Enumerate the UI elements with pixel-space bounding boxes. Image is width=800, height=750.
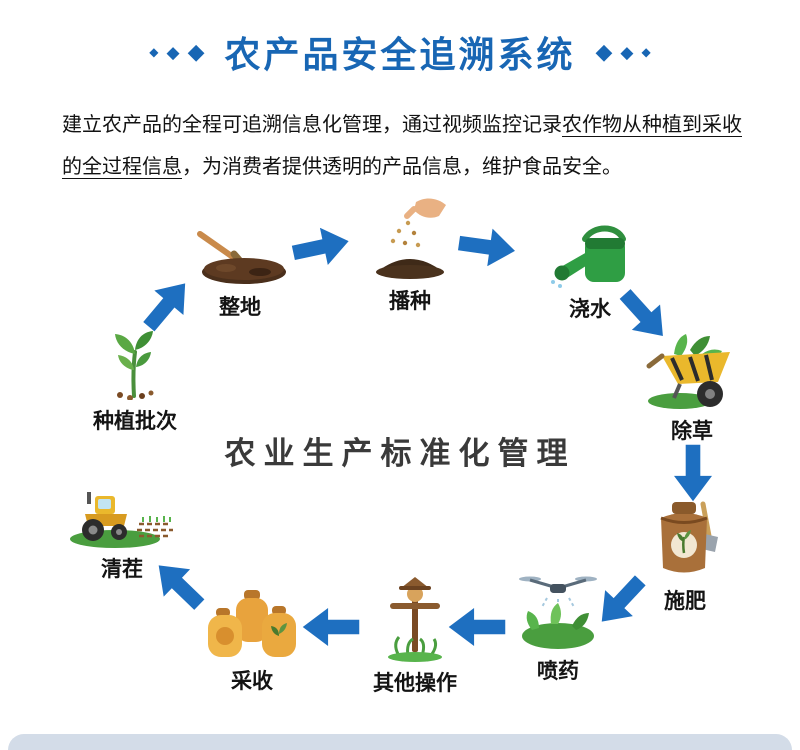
intro-paragraph: 建立农产品的全程可追溯信息化管理，通过视频监控记录农作物从种植到采收的全过程信息… <box>62 104 742 188</box>
footer-section-edge <box>8 734 792 750</box>
spray-drone-icon <box>519 576 597 649</box>
step-watering: 浇水 <box>528 222 652 323</box>
arrow-landprep-to-sowing <box>291 227 349 265</box>
step-other-operations: 其他操作 <box>351 576 479 697</box>
diamond-icon: ◆ <box>149 45 159 59</box>
step-label: 除草 <box>671 420 713 443</box>
diamond-icon: ◆ <box>620 42 634 62</box>
step-sowing: 播种 <box>348 196 472 315</box>
scarecrow-icon <box>388 577 442 662</box>
watering-can-icon <box>551 225 626 288</box>
arrow-planting-to-landprep <box>143 283 186 332</box>
title-decor-left: ◆ ◆ ◆ <box>149 41 204 63</box>
step-label: 整地 <box>219 296 261 319</box>
step-land-preparation: 整地 <box>178 228 302 321</box>
arrow-sowing-to-watering <box>458 228 515 267</box>
diamond-icon: ◆ <box>187 39 205 64</box>
title-decor-right: ◆ ◆ ◆ <box>596 41 651 63</box>
step-harvest: 采收 <box>190 588 314 695</box>
intro-underlined-text: 农作物从种植到采收的全过程信息 <box>62 114 742 178</box>
step-label: 播种 <box>389 290 431 313</box>
intro-text-before: 建立农产品的全程可追溯信息化管理，通过视频监控记录 <box>62 114 562 136</box>
page-title: 农产品安全追溯系统 <box>224 34 576 75</box>
step-label: 浇水 <box>569 298 611 321</box>
step-weeding: 除草 <box>630 324 754 445</box>
step-spraying: 喷药 <box>496 572 620 685</box>
header: ◆ ◆ ◆ 农产品安全追溯系统 ◆ ◆ ◆ <box>0 26 800 78</box>
step-label: 喷药 <box>537 660 579 683</box>
diamond-icon: ◆ <box>595 39 613 64</box>
arrow-harvest-to-clearing <box>158 565 205 610</box>
arrow-fertilizing-to-spraying <box>601 575 646 622</box>
harvest-jars-icon <box>208 590 296 657</box>
arrow-weeding-to-fertilizing <box>674 444 712 502</box>
weeding-wheelbarrow-icon <box>646 334 730 409</box>
tractor-icon <box>70 492 173 548</box>
diamond-icon: ◆ <box>166 42 180 62</box>
step-stubble-clearing: 清茬 <box>60 484 184 583</box>
center-label: 农业生产标准化管理 <box>224 436 576 471</box>
step-label: 清茬 <box>101 558 143 581</box>
diamond-icon: ◆ <box>641 45 651 59</box>
arrow-other-to-harvest <box>302 608 360 646</box>
soil-rake-icon <box>197 231 286 284</box>
step-label: 采收 <box>231 670 273 693</box>
arrow-watering-to-weeding <box>619 289 663 336</box>
hand-sowing-icon <box>376 198 446 279</box>
step-label: 施肥 <box>664 590 706 613</box>
step-label: 种植批次 <box>93 410 177 433</box>
step-label: 其他操作 <box>373 672 457 695</box>
step-fertilizing: 施肥 <box>623 500 747 615</box>
intro-text-after: ，为消费者提供透明的产品信息，维护食品安全。 <box>182 156 622 178</box>
fertilizer-bag-icon <box>660 501 718 573</box>
step-planting-batch: 种植批次 <box>70 326 200 435</box>
arrow-spraying-to-other <box>448 608 506 646</box>
seedling-icon <box>115 331 154 400</box>
